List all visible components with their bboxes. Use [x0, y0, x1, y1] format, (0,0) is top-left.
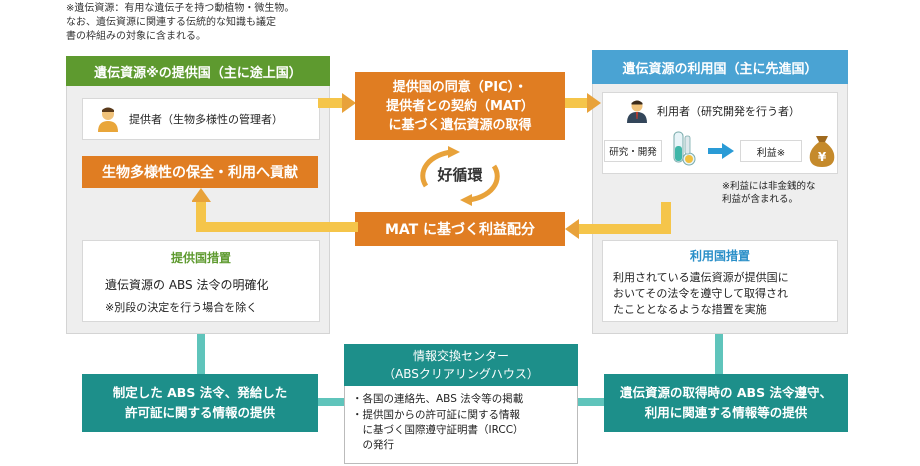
- clearing-house-item-2: ・提供国からの許可証に関する情報 に基づく国際遵守証明書（IRCC） の発行: [352, 409, 524, 451]
- provider-measures-line1: 遺伝資源の ABS 法令の明確化: [105, 278, 269, 292]
- virtuous-cycle-arrows-icon: [420, 146, 500, 206]
- arrow-user-to-benefit: [565, 202, 671, 239]
- clearing-house-title: 情報交換センター （ABSクリアリングハウス）: [344, 344, 578, 386]
- resource-definition-note: ※遺伝資源：有用な遺伝子を持つ動植物・微生物。 なお、遺伝資源に関連する伝統的な…: [66, 3, 295, 42]
- test-tube-icon: [673, 131, 696, 166]
- right-horizontal-connector: [578, 398, 604, 406]
- user-measures-title: 利用国措置: [689, 249, 750, 263]
- money-bag-icon: ¥: [809, 136, 835, 167]
- provider-measures-title: 提供国措置: [170, 251, 231, 265]
- access-acquisition-box: 提供国の同意（PIC）・ 提供者との契約（MAT） に基づく遺伝資源の取得: [355, 72, 565, 140]
- provider-actor-label: 提供者（生物多様性の管理者）: [129, 113, 283, 126]
- provider-measures-line2: ※別段の決定を行う場合を除く: [105, 301, 258, 314]
- left-horizontal-connector: [318, 398, 344, 406]
- arrow-benefit-to-provider: [192, 188, 358, 232]
- provider-person-icon: [98, 107, 118, 132]
- user-actor-label: 利用者（研究開発を行う者）: [657, 105, 800, 118]
- profit-note: ※利益には非金銭的な 利益が含まれる。: [722, 181, 816, 205]
- clearing-house-item-1: ・各国の連絡先、ABS 法令等の掲載: [352, 393, 524, 405]
- provider-country-header: 遺伝資源※の提供国（主に途上国）: [66, 56, 330, 86]
- biodiversity-contribution-box: 生物多様性の保全・利用へ貢献: [82, 156, 318, 188]
- arrow-provider-to-access: [318, 93, 356, 113]
- user-info-sharing-box: 遺伝資源の取得時の ABS 法令遵守、 利用に関連する情報等の提供: [604, 374, 848, 432]
- user-measures-text: 利用されている遺伝資源が提供国に おいてその法令を遵守して取得され たこととなる…: [613, 271, 789, 316]
- yen-symbol: ¥: [818, 150, 827, 164]
- user-measures-box: 利用国措置 利用されている遺伝資源が提供国に おいてその法令を遵守して取得され …: [602, 240, 838, 322]
- virtuous-cycle-label: 好循環: [437, 166, 483, 184]
- left-vertical-connector: [197, 334, 205, 374]
- user-person-icon: [627, 100, 647, 123]
- provider-actor-box: 提供者（生物多様性の管理者）: [82, 98, 320, 140]
- user-country-header: 遺伝資源の利用国（主に先進国）: [592, 50, 848, 84]
- rd-label-box: 研究・開発: [604, 140, 662, 162]
- provider-info-sharing-box: 制定した ABS 法令、発給した 許可証に関する情報の提供: [82, 374, 318, 432]
- right-vertical-connector: [715, 334, 723, 374]
- benefit-sharing-box: MAT に基づく利益配分: [355, 212, 565, 246]
- rd-to-profit-arrow: [708, 143, 734, 159]
- provider-measures-box: 提供国措置 遺伝資源の ABS 法令の明確化 ※別段の決定を行う場合を除く: [82, 240, 320, 322]
- arrow-access-to-user: [565, 93, 601, 113]
- profit-label-box: 利益※: [740, 140, 802, 162]
